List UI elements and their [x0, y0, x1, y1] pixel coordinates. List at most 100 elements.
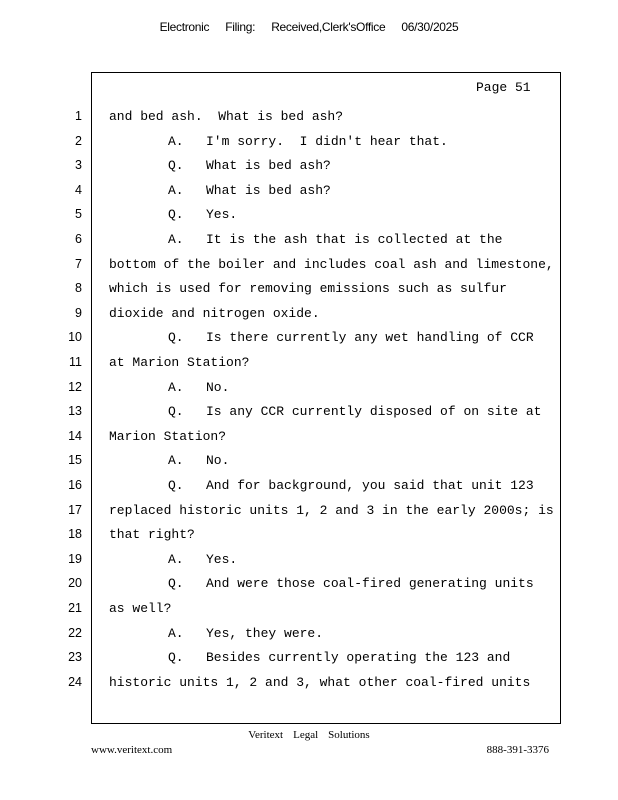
- line-body: which is used for removing emissions suc…: [109, 281, 507, 297]
- speaker-label: A.: [168, 379, 184, 395]
- line-body: Marion Station?: [109, 428, 227, 444]
- line-number: 24: [68, 674, 82, 689]
- speaker-label: A.: [168, 453, 184, 469]
- footer-company-1: Veritext: [248, 729, 284, 741]
- line-body: Is there currently any wet handling of C…: [206, 330, 534, 346]
- line-body: And for background, you said that unit 1…: [206, 478, 534, 493]
- line-number: 22: [68, 625, 82, 640]
- line-number: 21: [68, 601, 82, 615]
- line-body: Yes, they were.: [206, 625, 324, 641]
- transcript-line: 20 Q. And were those coal-fired generating…: [0, 576, 618, 600]
- header-electronic: Electronic: [159, 20, 210, 34]
- line-body: and bed ash. What is bed ash?: [109, 109, 344, 124]
- line-text: A. Yes.: [168, 552, 237, 567]
- line-body: Yes.: [206, 207, 238, 223]
- line-number: 14: [68, 428, 82, 443]
- line-number: 11: [69, 355, 82, 369]
- transcript-line: 23 Q.Besides currently operating the 123 …: [0, 650, 618, 674]
- line-body: No.: [206, 379, 230, 395]
- line-text: Marion Station?: [109, 429, 226, 444]
- line-text: Q. And for background, you said that unit…: [168, 478, 534, 493]
- line-body: What is bed ash?: [206, 158, 331, 174]
- line-number: 3: [75, 158, 82, 173]
- speaker-label: Q.: [168, 404, 184, 420]
- transcript-line: 16 Q. And for background, you said that un…: [0, 478, 618, 502]
- line-text: Q. And were those coal-fired generating u…: [168, 576, 534, 591]
- header-date: 06/30/2025: [401, 20, 459, 34]
- line-number: 16: [68, 478, 82, 492]
- line-number: 17: [68, 502, 82, 517]
- line-number: 13: [68, 404, 82, 419]
- speaker-label: Q.: [168, 207, 184, 223]
- line-text: A. Yes, they were.: [168, 626, 323, 641]
- footer-company-2: Legal: [293, 729, 319, 741]
- line-text: that right?: [109, 527, 195, 542]
- line-body: at Marion Station?: [109, 355, 250, 370]
- transcript-line: 9 dioxide and nitrogen oxide.: [0, 306, 618, 330]
- line-number: 10: [68, 330, 82, 345]
- speaker-label: A.: [168, 625, 184, 641]
- transcript-line: 19 A. Yes.: [0, 552, 618, 576]
- header-received: Received,Clerk'sOffice: [271, 20, 386, 34]
- transcript-frame: [91, 72, 561, 724]
- line-number: 7: [75, 256, 82, 271]
- line-number: 4: [75, 182, 82, 197]
- line-number: 23: [68, 650, 82, 665]
- line-body: that right?: [109, 527, 195, 543]
- transcript-line: 7 bottom of the boiler and includes coal …: [0, 257, 618, 281]
- line-number: 19: [68, 551, 82, 566]
- filing-header: Electronic Filing: Received,Clerk'sOffice 0…: [0, 20, 618, 34]
- speaker-label: A.: [168, 232, 184, 247]
- line-text: and bed ash. What is bed ash?: [109, 109, 343, 124]
- line-body: as well?: [109, 601, 172, 616]
- line-number: 2: [75, 133, 82, 148]
- line-text: Q. What is bed ash?: [168, 158, 331, 173]
- line-text: A.I'm sorry. I didn't hear that.: [168, 134, 448, 149]
- speaker-label: Q.: [168, 576, 184, 592]
- line-number: 1: [75, 109, 82, 123]
- transcript-line: 1 and bed ash. What is bed ash?: [0, 109, 618, 133]
- line-text: dioxide and nitrogen oxide.: [109, 306, 320, 321]
- transcript-line: 15 A. No.: [0, 453, 618, 477]
- line-body: What is bed ash?: [206, 182, 331, 198]
- line-number: 8: [75, 281, 82, 296]
- footer-website: www.veritext.com: [91, 744, 173, 756]
- line-text: A. No.: [168, 380, 229, 395]
- line-body: It is the ash that is collected at the: [206, 232, 503, 247]
- speaker-label: A.: [168, 551, 184, 567]
- line-text: Q.Besides currently operating the 123 an…: [168, 650, 510, 665]
- line-number: 6: [75, 232, 82, 246]
- line-text: at Marion Station?: [109, 355, 249, 370]
- transcript-line: 21 as well?: [0, 601, 618, 625]
- transcript-line: 11 at Marion Station?: [0, 355, 618, 379]
- line-body: No.: [206, 453, 230, 469]
- transcript-line: 24 historic units 1, 2 and 3, what other …: [0, 675, 618, 699]
- line-number: 5: [75, 207, 82, 222]
- line-number: 12: [68, 379, 82, 394]
- line-number: 15: [68, 453, 82, 468]
- speaker-label: Q.: [168, 478, 184, 493]
- line-text: Q. Yes.: [168, 207, 237, 222]
- speaker-label: Q.: [168, 158, 184, 174]
- line-text: A. It is the ash that is collected at the: [168, 232, 502, 247]
- transcript-line: 10 Q. Is there currently any wet handling …: [0, 330, 618, 354]
- line-number: 9: [75, 305, 82, 320]
- speaker-label: Q.: [168, 330, 184, 346]
- transcript-line: 3 Q. What is bed ash?: [0, 158, 618, 182]
- speaker-label: A.: [168, 133, 184, 149]
- header-filing: Filing:: [225, 20, 256, 34]
- transcript-line: 8 which is used for removing emissions su…: [0, 281, 618, 305]
- line-body: Yes.: [206, 551, 238, 567]
- line-number: 20: [68, 576, 82, 591]
- transcript-line: 2 A.I'm sorry. I didn't hear that.: [0, 134, 618, 158]
- line-body: replaced historic units 1, 2 and 3 in th…: [109, 502, 554, 518]
- line-text: A. No.: [168, 453, 229, 468]
- line-text: Q. Is there currently any wet handling of…: [168, 330, 534, 345]
- line-body: And were those coal-fired generating uni…: [206, 576, 534, 592]
- transcript-line: 17 replaced historic units 1, 2 and 3 in …: [0, 503, 618, 527]
- line-text: bottom of the boiler and includes coal a…: [109, 257, 554, 272]
- line-text: historic units 1, 2 and 3, what other co…: [109, 675, 530, 690]
